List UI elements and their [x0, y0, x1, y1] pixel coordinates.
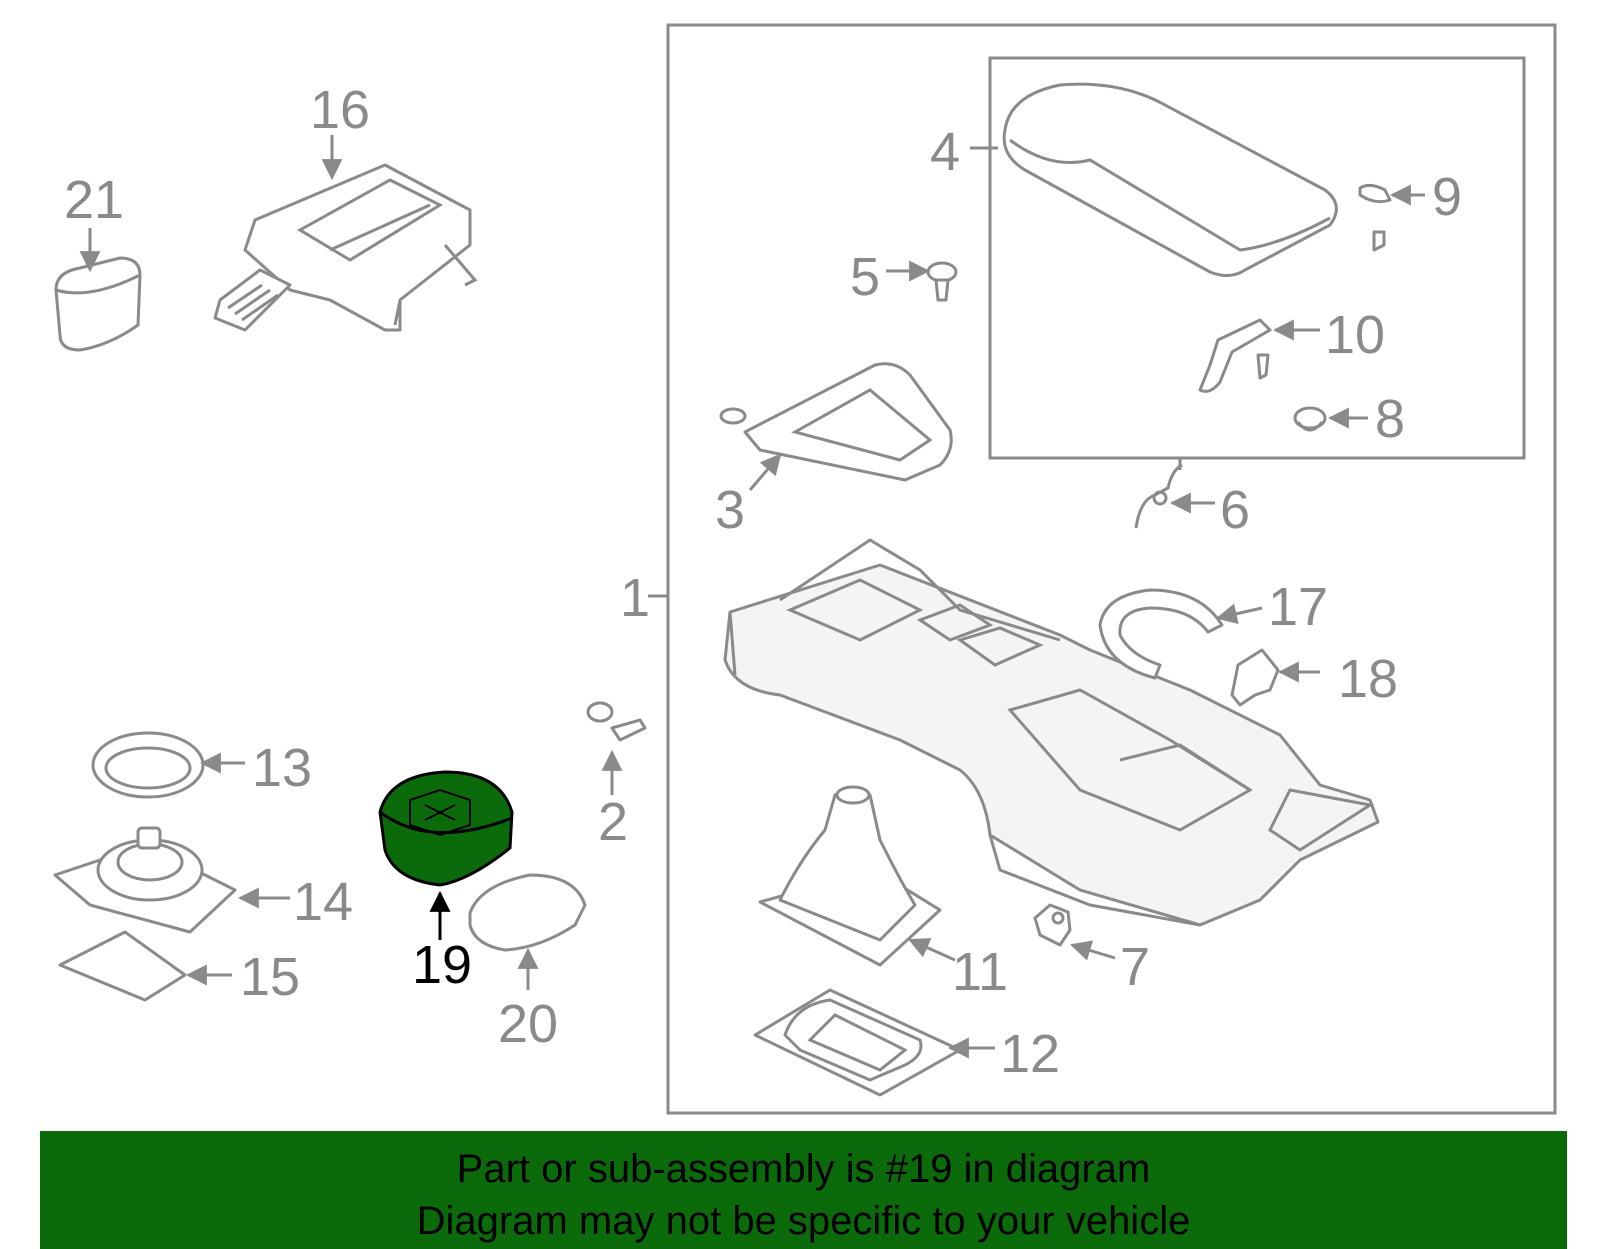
- callout-14: 14: [293, 872, 353, 932]
- callout-11: 11: [952, 942, 1008, 1002]
- part-13-ring: [91, 731, 205, 799]
- callout-15: 15: [240, 947, 300, 1007]
- callout-5: 5: [850, 247, 880, 307]
- callout-1: 1: [620, 568, 650, 628]
- part-14-boot-base: [53, 826, 237, 934]
- arrow-11: [908, 938, 956, 962]
- callout-10: 10: [1325, 305, 1385, 365]
- banner-line-part-number: Part or sub-assembly is #19 in diagram: [456, 1147, 1151, 1191]
- callout-19: 19: [412, 935, 472, 995]
- part-11-shift-boot: [758, 785, 942, 967]
- callout-9: 9: [1432, 167, 1462, 227]
- part-3-tray: [719, 362, 953, 482]
- callout-18: 18: [1338, 649, 1398, 709]
- armrest-subassembly-box: [988, 56, 1526, 460]
- part-1-console-body: [723, 538, 1380, 927]
- part-5-fastener: [926, 261, 958, 302]
- callout-8: 8: [1375, 389, 1405, 449]
- callout-4: 4: [930, 122, 960, 182]
- assembly-box: [666, 23, 1557, 1115]
- part-15-plate: [58, 930, 187, 1002]
- part-21-cap: [54, 256, 142, 352]
- part-16-shift-cover: [213, 163, 478, 332]
- part-4-armrest-lid: [1002, 82, 1338, 277]
- part-2-screw: [586, 701, 647, 742]
- callout-2: 2: [598, 792, 628, 852]
- arrow-3: [748, 453, 782, 491]
- part-20-cover: [468, 873, 587, 952]
- callout-6: 6: [1220, 480, 1250, 540]
- part-7-clip: [1033, 903, 1072, 947]
- banner-line-disclaimer: Diagram may not be specific to your vehi…: [416, 1199, 1191, 1243]
- callout-7: 7: [1120, 937, 1150, 997]
- part-10-bracket: [1198, 318, 1272, 393]
- part-6-spring: [1134, 463, 1183, 529]
- part-19-highlighted: [378, 770, 514, 887]
- callout-21: 21: [64, 170, 124, 230]
- part-8-grommet: [1293, 406, 1327, 432]
- callout-3: 3: [715, 480, 745, 540]
- callout-12: 12: [1000, 1024, 1060, 1084]
- callout-13: 13: [252, 738, 312, 798]
- callout-16: 16: [310, 80, 370, 140]
- info-banner: Part or sub-assembly is #19 in diagram D…: [40, 1131, 1567, 1249]
- part-18-clip: [1230, 648, 1280, 707]
- arrow-17: [1215, 603, 1263, 625]
- part-9-clip: [1358, 183, 1392, 252]
- callout-17: 17: [1268, 577, 1328, 637]
- part-12-bezel: [753, 988, 962, 1097]
- part-17-trim: [1098, 588, 1224, 680]
- callout-20: 20: [498, 994, 558, 1054]
- arrow-7: [1069, 940, 1116, 961]
